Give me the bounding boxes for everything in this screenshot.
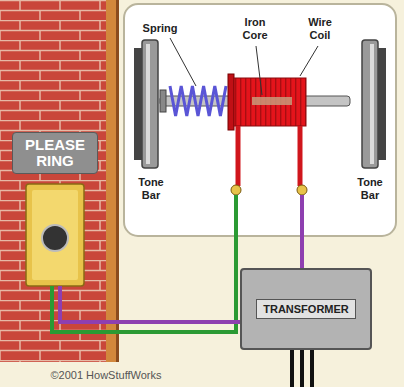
part-label: Spring	[130, 22, 190, 35]
push-button	[42, 225, 68, 251]
coil-lead	[236, 126, 241, 186]
wall-edge	[106, 0, 118, 362]
terminal-screw	[231, 185, 241, 195]
wire-coil	[234, 78, 306, 126]
copyright-note: ©2001 HowStuffWorks	[26, 369, 186, 382]
bell-housing	[124, 4, 396, 236]
terminal-screw	[297, 185, 307, 195]
spring-coil	[170, 86, 226, 116]
part-label: Tone Bar	[136, 176, 166, 202]
leader-line	[256, 46, 262, 95]
sign-text: PLEASE RING	[17, 136, 93, 170]
transformer-label: TRANSFORMER	[256, 299, 356, 319]
purple-wire	[60, 286, 240, 322]
wall-edge-shadow	[116, 0, 119, 362]
part-label: Wire Coil	[303, 16, 337, 42]
green-wire	[52, 195, 236, 332]
purple-wire	[300, 195, 304, 268]
power-cable	[292, 350, 312, 387]
sign-plaque: PLEASE RING	[12, 132, 98, 174]
coil-lead	[298, 126, 303, 186]
part-label: Tone Bar	[355, 176, 385, 202]
spring	[170, 86, 226, 116]
tone-bar-right	[362, 40, 386, 168]
tone-bar-left	[134, 40, 158, 168]
button-plate-face	[32, 190, 78, 280]
coil-flange	[228, 74, 234, 130]
transformer-box: TRANSFORMER	[240, 268, 372, 350]
plunger-head	[160, 90, 166, 112]
part-label: Iron Core	[238, 16, 272, 42]
leader-line	[300, 46, 318, 76]
iron-core	[252, 97, 292, 105]
leader-line	[170, 38, 196, 86]
button-plate	[26, 184, 84, 286]
